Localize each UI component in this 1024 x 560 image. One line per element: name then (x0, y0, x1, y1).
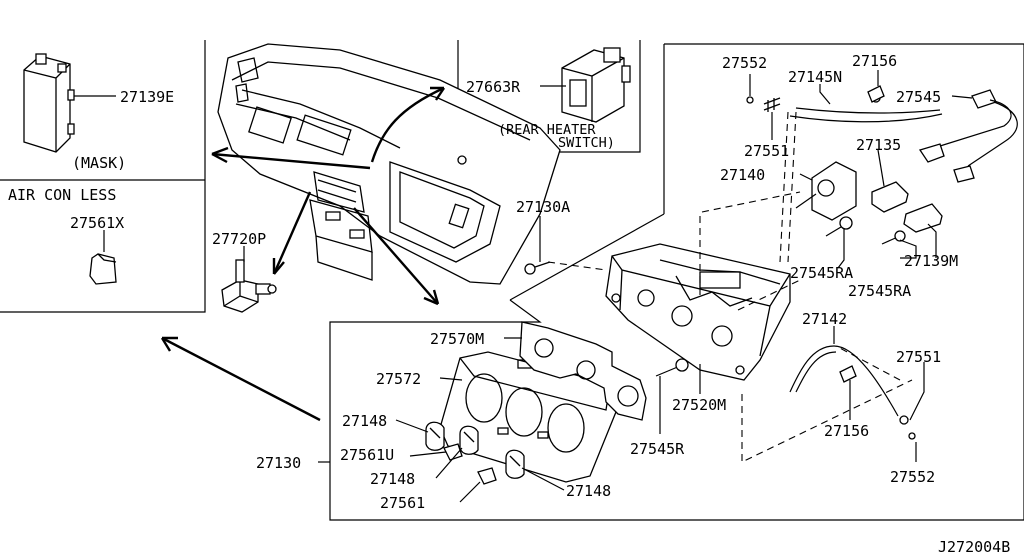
leader-lines (74, 70, 973, 503)
rear-heater-caption-line2: SWITCH) (558, 135, 615, 151)
part-label-27142: 27142 (802, 310, 847, 328)
rear-heater-caption-line1: (REAR HEATER (498, 122, 596, 138)
part-label-27148-a: 27148 (342, 412, 387, 430)
air-con-less-part-drawing (89, 230, 117, 285)
part-label-27561x: 27561X (70, 214, 124, 232)
part-label-27551-bot: 27551 (896, 348, 941, 366)
part-label-27130: 27130 (256, 454, 301, 472)
part-label-27156-bot: 27156 (824, 422, 869, 440)
motor-and-sensors-drawing (746, 85, 1018, 233)
part-label-27720p: 27720P (212, 230, 266, 248)
part-label-27135: 27135 (856, 136, 901, 154)
mask-caption: (MASK) (72, 154, 126, 172)
cable-27142-drawing (789, 345, 916, 440)
bezel-27572-drawing (439, 351, 621, 483)
part-label-27520m: 27520M (672, 396, 726, 414)
part-label-27561: 27561 (380, 494, 425, 512)
part-label-27570m: 27570M (430, 330, 484, 348)
dashed-assembly-lines (547, 111, 913, 463)
part-label-27139e: 27139E (120, 88, 174, 106)
part-label-27145n: 27145N (788, 68, 842, 86)
screws-drawing (524, 216, 906, 377)
part-label-27139m: 27139M (904, 252, 958, 270)
part-label-27551-top: 27551 (744, 142, 789, 160)
part-label-27156-top: 27156 (852, 52, 897, 70)
plate-27570m-drawing (519, 321, 647, 421)
knobs-drawing (425, 421, 525, 485)
part-label-27545ra-b: 27545RA (848, 282, 911, 300)
mask-part-drawing (23, 53, 75, 153)
part-label-27552-bot: 27552 (890, 468, 935, 486)
part-label-27545ra-a: 27545RA (790, 264, 853, 282)
rear-heater-switch-drawing (561, 47, 631, 123)
heater-control-assembly-drawing (605, 243, 791, 381)
part-number-labels: 27139E 27561X 27720P 27663R 27552 27145N… (70, 52, 958, 512)
part-label-27572: 27572 (376, 370, 421, 388)
dashboard-drawing (217, 43, 561, 285)
captions: (MASK) AIR CON LESS (REAR HEATER SWITCH)… (8, 122, 1010, 556)
air-con-less-caption: AIR CON LESS (8, 186, 116, 204)
diagram-id: J272004B (938, 538, 1010, 556)
part-label-27148-c: 27148 (566, 482, 611, 500)
clip-27720p-drawing (221, 259, 277, 313)
part-label-27130a: 27130A (516, 198, 570, 216)
part-label-27552-top: 27552 (722, 54, 767, 72)
part-label-27148-b: 27148 (370, 470, 415, 488)
pointer-arrows (160, 86, 445, 422)
part-label-27545: 27545 (896, 88, 941, 106)
part-label-27140: 27140 (720, 166, 765, 184)
part-label-27545r: 27545R (630, 440, 685, 458)
part-label-27663r: 27663R (466, 78, 521, 96)
part-label-27561u: 27561U (340, 446, 394, 464)
